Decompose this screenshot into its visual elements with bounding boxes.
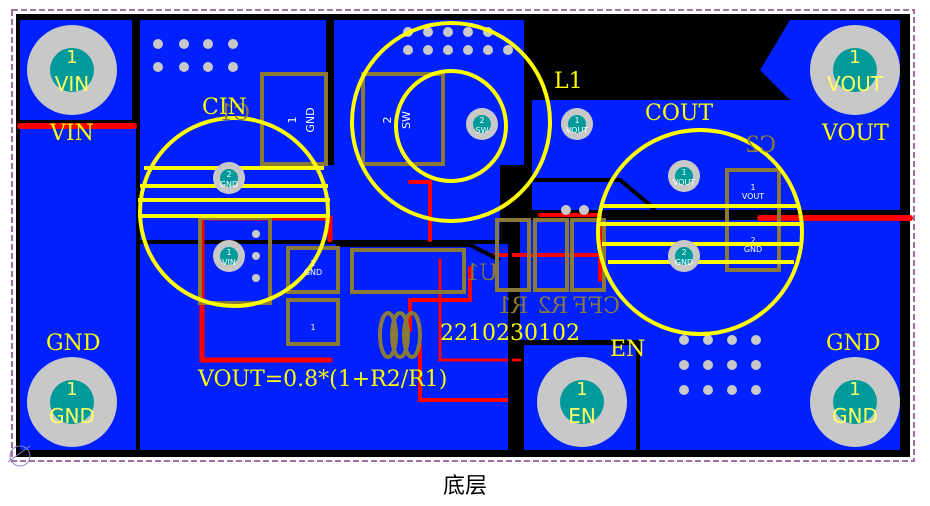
svg-text:GND: GND (744, 245, 762, 254)
svg-text:VIN: VIN (55, 72, 90, 96)
svg-text:1: 1 (849, 47, 860, 68)
smd-u1-labels: 2 GND 1 (304, 259, 322, 332)
pcb-bottom-layer-view: 1 VIN 1 VOUT 1 GND 1 GND 1 EN 2 GND 1 VI… (7, 9, 915, 467)
svg-text:1: 1 (750, 183, 755, 192)
smd-gnd-pad-label: 1 GND (286, 107, 317, 132)
svg-text:GND: GND (49, 404, 95, 428)
svg-text:VOUT: VOUT (742, 192, 764, 201)
svg-text:VOUT: VOUT (827, 72, 884, 96)
svg-text:1: 1 (574, 116, 579, 125)
smd-sw-pad-label: 2 SW (381, 111, 413, 129)
svg-text:GND: GND (304, 107, 317, 132)
svg-text:GND: GND (675, 258, 693, 267)
svg-text:SW: SW (476, 126, 489, 135)
smd-c2-labels: 1 VOUT 2 GND (742, 183, 764, 254)
via-l1-vout: 1 VOUT (561, 108, 593, 140)
svg-text:CFF: CFF (573, 294, 620, 319)
svg-text:U1: U1 (465, 261, 498, 286)
component-outlines (198, 72, 781, 346)
svg-text:GND: GND (832, 404, 878, 428)
label-en: EN (610, 337, 645, 362)
svg-text:2: 2 (310, 259, 315, 268)
label-l1: L1 (554, 69, 583, 94)
svg-text:VIN: VIN (222, 258, 236, 267)
svg-text:1: 1 (849, 379, 860, 400)
mirrored-designators: C1 C2 U1 R1 R2 CFF (219, 101, 776, 319)
svg-text:2: 2 (750, 236, 755, 245)
label-gnd-right: GND (826, 331, 880, 356)
svg-text:GND: GND (304, 268, 322, 277)
label-vin: VIN (49, 121, 94, 146)
label-date-code: 2210230102 (440, 321, 580, 346)
pad-vin[interactable]: 1 VIN (27, 25, 117, 115)
pad-vout[interactable]: 1 VOUT (810, 25, 900, 115)
svg-text:2: 2 (381, 117, 394, 124)
svg-text:1: 1 (286, 117, 299, 124)
svg-text:2: 2 (226, 170, 231, 179)
via-cin-vin: 1 VIN (213, 240, 245, 272)
svg-text:C2: C2 (745, 133, 776, 158)
svg-text:1: 1 (66, 47, 77, 68)
via-cout-vout: 1 VOUT (668, 160, 700, 192)
pad-en[interactable]: 1 EN (537, 357, 627, 447)
via-cout-gnd: 2 GND (668, 240, 700, 272)
label-cout: COUT (645, 101, 713, 126)
svg-text:R1: R1 (497, 294, 528, 319)
svg-text:C1: C1 (219, 101, 250, 126)
label-vout: VOUT (821, 121, 889, 146)
clearance-lines (336, 178, 662, 450)
via-l1-sw: 2 SW (466, 108, 498, 140)
svg-text:2: 2 (479, 116, 484, 125)
svg-text:GND: GND (220, 180, 238, 189)
svg-text:1: 1 (310, 323, 315, 332)
svg-text:1: 1 (226, 248, 231, 257)
svg-text:SW: SW (400, 111, 413, 129)
svg-text:VOUT: VOUT (566, 126, 588, 135)
origin-marker (7, 445, 31, 467)
silk-labels: VIN CIN L1 COUT VOUT GND GND EN 22102301… (46, 69, 889, 392)
svg-text:EN: EN (568, 404, 596, 428)
svg-text:1: 1 (576, 379, 587, 400)
svg-text:2: 2 (681, 248, 686, 257)
thermal-vias (153, 27, 761, 395)
label-formula: VOUT=0.8*(1+R2/R1) (197, 367, 447, 392)
pad-gnd-right[interactable]: 1 GND (810, 357, 900, 447)
label-gnd-left: GND (46, 331, 100, 356)
pad-gnd-left[interactable]: 1 GND (27, 357, 117, 447)
svg-text:1: 1 (66, 379, 77, 400)
ferrite-coil-silk (378, 311, 422, 359)
svg-text:VOUT: VOUT (673, 178, 695, 187)
layer-caption: 底层 (442, 474, 487, 499)
label-cin: CIN (202, 95, 247, 120)
svg-text:1: 1 (681, 168, 686, 177)
svg-text:R2: R2 (537, 294, 568, 319)
polarized-cap-outlines (138, 21, 804, 336)
via-cin-gnd: 2 GND (213, 162, 245, 194)
